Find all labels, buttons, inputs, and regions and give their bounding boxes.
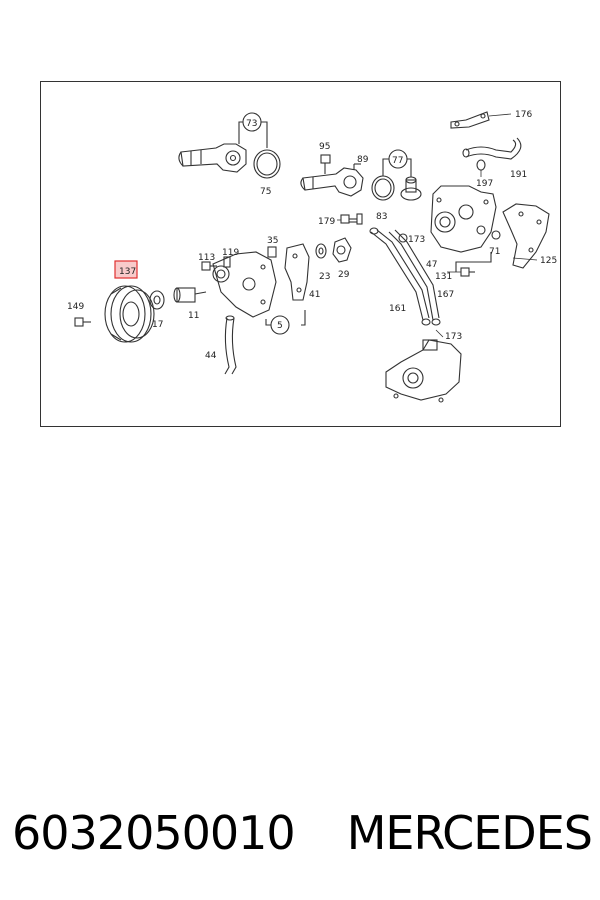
- hose-44: [224, 315, 237, 375]
- label-41: 41: [309, 290, 320, 300]
- spacer-119: [223, 256, 231, 268]
- hub-17: [149, 290, 165, 310]
- caption-bar: 6032050010 MERCEDES: [12, 798, 593, 868]
- label-191: 191: [510, 170, 527, 180]
- label-29: 29: [338, 270, 350, 280]
- highlight-box-137: [114, 260, 138, 279]
- label-113: 113: [198, 253, 215, 263]
- parts-diagram: 73 75 95 89 77 83 176 197 191 179 173 35…: [67, 110, 557, 403]
- pulley-137: [104, 285, 155, 343]
- label-83: 83: [376, 212, 387, 222]
- clamp-197: [476, 159, 486, 171]
- label-73: 73: [246, 119, 257, 129]
- callout-circle-5: [270, 315, 290, 335]
- label-95: 95: [319, 142, 330, 152]
- label-179: 179: [318, 217, 335, 227]
- label-125: 125: [540, 256, 557, 266]
- label-77: 77: [392, 156, 403, 166]
- bolt-131: [460, 267, 475, 277]
- part-number: 6032050010: [12, 806, 296, 860]
- label-167: 167: [437, 290, 454, 300]
- label-161: 161: [389, 304, 406, 314]
- pipe-161: [369, 227, 431, 326]
- label-173-top: 173: [408, 235, 425, 245]
- label-75: 75: [260, 187, 271, 197]
- seal-173-top: [398, 233, 408, 243]
- seal-ring-75: [253, 149, 281, 179]
- gasket-125: [502, 203, 550, 269]
- thermostat-cover-89: [300, 167, 364, 197]
- label-197: 197: [476, 179, 493, 189]
- hose-191: [462, 137, 522, 160]
- label-11: 11: [188, 311, 199, 321]
- label-47: 47: [426, 260, 437, 270]
- washer-23: [315, 243, 327, 259]
- label-17: 17: [152, 320, 163, 330]
- lower-housing: [385, 339, 462, 403]
- bolt-113: [201, 261, 217, 271]
- plug-71: [491, 230, 501, 240]
- label-44: 44: [205, 351, 217, 361]
- diagram-frame: 73 75 95 89 77 83 176 197 191 179 173 35…: [40, 81, 561, 427]
- pipe-167: [388, 229, 441, 326]
- label-89: 89: [357, 155, 369, 165]
- brand-name: MERCEDES: [346, 806, 593, 860]
- label-71: 71: [489, 247, 500, 257]
- label-149: 149: [67, 302, 84, 312]
- stud-35: [267, 246, 277, 258]
- bracket-176: [450, 111, 490, 129]
- label-23: 23: [319, 272, 330, 282]
- bolt-179: [340, 213, 363, 225]
- label-35: 35: [267, 236, 278, 246]
- label-131: 131: [435, 272, 452, 282]
- housing-47: [430, 185, 497, 253]
- water-pump: [212, 251, 277, 318]
- label-119: 119: [222, 248, 239, 258]
- bolt-95: [320, 154, 331, 174]
- label-5: 5: [277, 321, 283, 331]
- label-137: 137: [119, 267, 136, 277]
- shaft-11: [173, 287, 207, 303]
- bolt-149: [74, 317, 91, 327]
- label-176: 176: [515, 110, 532, 120]
- pulley-29: [332, 237, 352, 263]
- gasket-41: [284, 243, 310, 301]
- label-173-bottom: 173: [445, 332, 462, 342]
- thermostat-housing: [178, 143, 247, 173]
- thermostat-element: [400, 176, 422, 201]
